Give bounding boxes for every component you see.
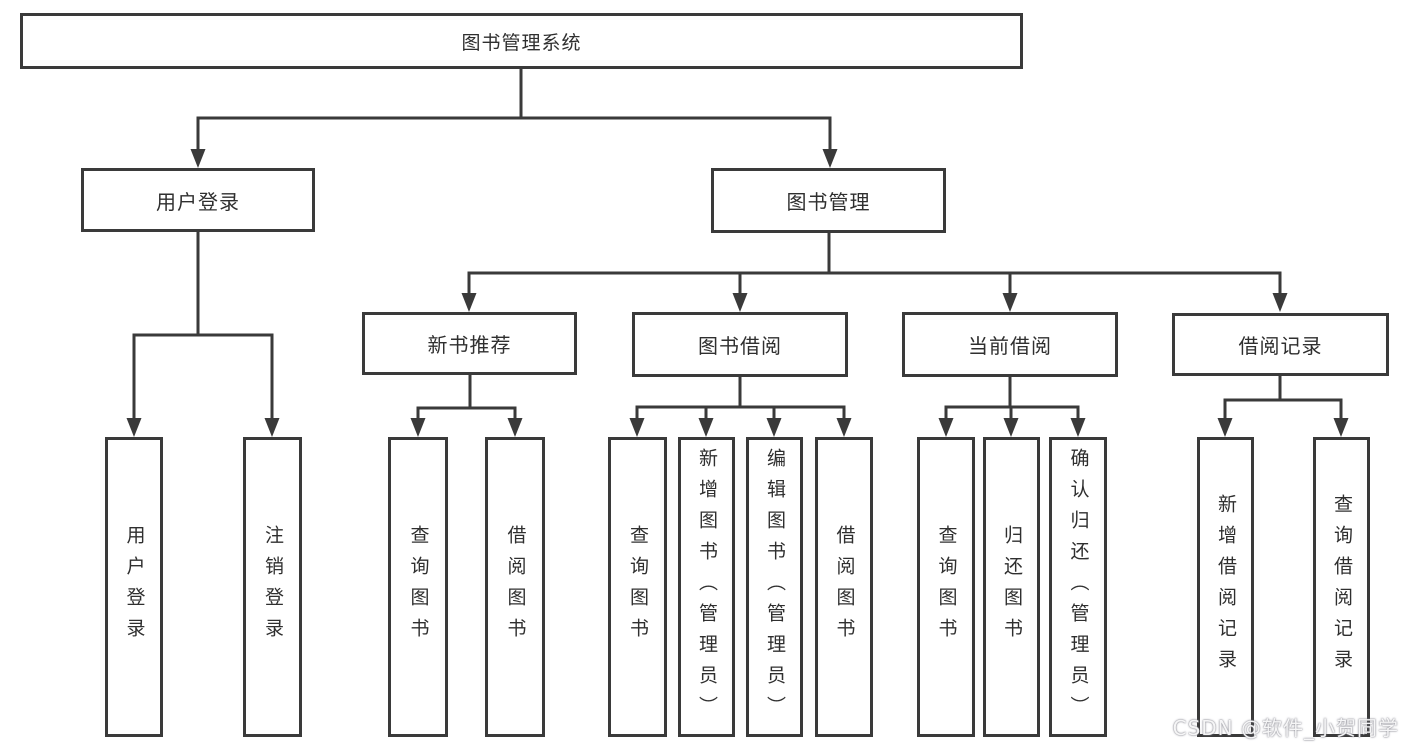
connector-new-book-recommend — [410, 373, 523, 437]
node-leaf-borrow-books-1: 借阅图书 — [485, 437, 545, 737]
node-user-login: 用户登录 — [81, 168, 315, 232]
node-new-book-recommend: 新书推荐 — [362, 312, 577, 375]
node-borrowing-records: 借阅记录 — [1172, 313, 1389, 376]
arrowhead-down-icon — [410, 418, 426, 437]
node-label: 查询图书 — [935, 525, 958, 649]
arrowhead-down-icon — [264, 418, 280, 437]
arrowhead-down-icon — [938, 418, 954, 437]
connector-borrowing-records — [1217, 374, 1349, 437]
arrowhead-down-icon — [1002, 293, 1018, 312]
node-label: 借阅图书 — [833, 525, 856, 649]
node-leaf-user-login: 用户登录 — [105, 437, 163, 737]
node-label: 注销登录 — [262, 525, 284, 649]
node-label: 图书管理 — [786, 190, 871, 214]
node-current-borrowing: 当前借阅 — [902, 312, 1118, 377]
watermark: CSDN @软件_小贺同学 — [1172, 716, 1399, 740]
arrowhead-down-icon — [732, 293, 748, 312]
node-label: 用户登录 — [156, 189, 240, 214]
node-label: 编辑图书（管理员） — [764, 447, 786, 727]
node-leaf-query-books-1: 查询图书 — [388, 437, 448, 737]
arrowhead-down-icon — [836, 418, 852, 437]
connector-book-management — [461, 231, 1288, 312]
arrowhead-down-icon — [822, 149, 838, 168]
arrowhead-down-icon — [698, 418, 714, 437]
arrowhead-down-icon — [629, 418, 645, 437]
connector-user-login — [126, 230, 280, 437]
node-label: 新书推荐 — [427, 333, 512, 357]
arrowhead-down-icon — [1003, 418, 1019, 437]
node-leaf-edit-books: 编辑图书（管理员） — [746, 437, 803, 737]
node-leaf-add-books: 新增图书（管理员） — [678, 437, 735, 737]
arrowhead-down-icon — [766, 418, 782, 437]
node-book-management: 图书管理 — [711, 168, 946, 233]
node-label: 确认归还（管理员） — [1067, 447, 1090, 727]
node-label: 图书管理系统 — [461, 31, 582, 54]
arrowhead-down-icon — [1272, 293, 1288, 312]
node-leaf-query-books-2: 查询图书 — [608, 437, 667, 737]
node-label: 借阅记录 — [1238, 334, 1323, 358]
arrowhead-down-icon — [507, 418, 523, 437]
connector-current-borrowing — [938, 375, 1086, 437]
node-book-borrowing: 图书借阅 — [632, 312, 848, 377]
node-label: 新增图书（管理员） — [696, 447, 718, 727]
node-leaf-confirm-return: 确认归还（管理员） — [1049, 437, 1107, 737]
node-leaf-add-borrow-record: 新增借阅记录 — [1197, 437, 1254, 737]
arrowhead-down-icon — [461, 293, 477, 312]
node-leaf-logout: 注销登录 — [243, 437, 302, 737]
arrowhead-down-icon — [1070, 418, 1086, 437]
node-label: 借阅图书 — [504, 525, 527, 649]
node-leaf-query-borrow-record: 查询借阅记录 — [1313, 437, 1370, 737]
arrowhead-down-icon — [190, 149, 206, 168]
connector-book-borrowing — [629, 375, 852, 437]
arrowhead-down-icon — [126, 418, 142, 437]
node-label: 当前借阅 — [968, 334, 1052, 358]
node-root: 图书管理系统 — [20, 13, 1023, 69]
node-leaf-query-books-3: 查询图书 — [917, 437, 975, 737]
arrowhead-down-icon — [1333, 418, 1349, 437]
node-label: 查询图书 — [407, 525, 430, 649]
arrowhead-down-icon — [1217, 418, 1233, 437]
node-label: 查询图书 — [627, 525, 649, 649]
node-label: 归还图书 — [1001, 525, 1023, 649]
node-label: 查询借阅记录 — [1331, 494, 1353, 680]
node-label: 用户登录 — [123, 525, 146, 649]
node-label: 图书借阅 — [698, 334, 782, 358]
node-label: 新增借阅记录 — [1215, 494, 1237, 680]
connector-root — [190, 67, 838, 168]
node-leaf-borrow-books-2: 借阅图书 — [815, 437, 873, 737]
node-leaf-return-books: 归还图书 — [983, 437, 1040, 737]
